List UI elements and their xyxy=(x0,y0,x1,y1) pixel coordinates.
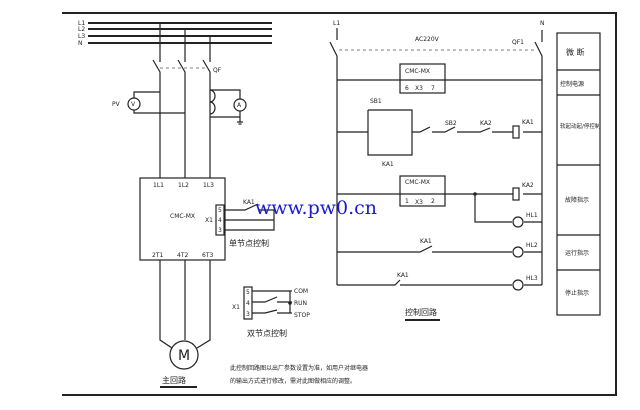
module-model: CMC-MX xyxy=(405,68,430,75)
cmc-module-1 xyxy=(399,63,446,94)
cmc-module-2 xyxy=(399,175,446,207)
legend-item: 运行指示 xyxy=(565,249,589,257)
terminal: 3 xyxy=(246,311,250,318)
double-node-control: X1 5 4 3 COM RUN STOP 双节点控制 xyxy=(232,286,310,338)
bus-label-l2: L2 xyxy=(78,26,85,33)
breaker-label: QF xyxy=(213,67,222,74)
module-pin: X3 xyxy=(415,199,423,206)
control-circuit: L1 N AC220V QF1 CMC-MX 6 X3 7 SB1 SB2 KA… xyxy=(329,20,545,321)
ka1-contact-label: KA1 xyxy=(243,199,255,206)
signal-label: COM xyxy=(294,288,308,295)
voltmeter-symbol: V xyxy=(131,101,136,108)
signal-label: STOP xyxy=(294,312,310,319)
terminal: 5 xyxy=(218,207,222,214)
sb1-label: SB1 xyxy=(370,98,382,105)
note-line: 的输出方式进行修改，需对此图做相应的调整。 xyxy=(230,377,356,385)
lamp-label: HL1 xyxy=(526,212,538,219)
terminal: 4 xyxy=(218,217,222,224)
terminal: 4 xyxy=(246,300,250,307)
lamp-icon xyxy=(512,246,524,258)
ka1-contact-label: KA1 xyxy=(420,238,432,245)
legend-item: 故障指示 xyxy=(565,196,589,204)
qf1-label: QF1 xyxy=(512,39,524,46)
bus-label-l3: L3 xyxy=(78,33,85,40)
ka1-hold-label: KA1 xyxy=(382,161,394,168)
main-breaker: QF xyxy=(152,23,222,178)
output-terminal: 6T3 xyxy=(202,252,213,259)
ka2-coil-label: KA2 xyxy=(522,182,534,189)
terminal-block-label: X1 xyxy=(205,217,213,224)
supply-label: AC220V xyxy=(415,36,440,43)
input-terminal: 1L1 xyxy=(153,182,164,189)
function-legend: 微 断 控制电源 软起动起/停控制 故障指示 运行指示 停止指示 xyxy=(556,32,601,316)
motor-icon xyxy=(169,340,199,370)
terminal: 5 xyxy=(246,289,250,296)
bus-label-n: N xyxy=(78,40,83,47)
lamp-icon xyxy=(512,216,524,228)
output-terminal: 4T2 xyxy=(177,252,188,259)
ammeter-icon xyxy=(233,98,247,112)
legend-item: 微 断 xyxy=(566,47,585,57)
single-node-caption: 单节点控制 xyxy=(229,238,269,248)
main-circuit-caption: 主回路 xyxy=(162,375,186,385)
neutral-label: N xyxy=(540,20,545,27)
note-line: 此控制回路图以出厂参数设置为准，如用户对继电器 xyxy=(230,364,368,372)
module-model: CMC-MX xyxy=(405,179,430,186)
lamp-label: HL2 xyxy=(526,242,538,249)
double-node-caption: 双节点控制 xyxy=(247,328,287,338)
legend-item: 控制电源 xyxy=(560,80,584,88)
lamp-icon xyxy=(512,279,524,291)
terminal-block-label: X1 xyxy=(232,304,240,311)
watermark: www.pw0.cn xyxy=(255,197,377,219)
signal-label: RUN xyxy=(294,300,307,307)
control-circuit-caption: 控制回路 xyxy=(405,307,437,317)
motor-symbol: M xyxy=(178,348,190,364)
phase-label: L1 xyxy=(333,20,340,27)
output-terminal: 2T1 xyxy=(152,252,163,259)
bus-label-l1: L1 xyxy=(78,20,85,27)
lamp-label: HL3 xyxy=(526,275,538,282)
ka1-contact-label: KA1 xyxy=(397,272,409,279)
module-pin: 1 xyxy=(405,198,409,205)
input-terminal: 1L2 xyxy=(178,182,189,189)
ammeter: A xyxy=(209,89,247,125)
module-pin: X3 xyxy=(415,85,423,92)
soft-starter: 1L1 1L2 1L3 CMC-MX X1 5 4 3 2T1 4T2 6T3 … xyxy=(139,177,275,261)
current-transformer-icon xyxy=(209,89,216,115)
ammeter-symbol: A xyxy=(237,102,242,109)
ka1-coil-label: KA1 xyxy=(522,119,534,126)
ground-icon xyxy=(237,121,243,125)
terminal: 3 xyxy=(218,227,222,234)
legend-item: 停止指示 xyxy=(565,289,589,297)
sb2-label: SB2 xyxy=(445,120,457,127)
frame xyxy=(62,12,617,396)
voltmeter: V PV xyxy=(112,91,185,114)
motor: M 主回路 xyxy=(159,260,211,388)
module-pin: 7 xyxy=(431,85,435,92)
voltmeter-label: PV xyxy=(112,101,121,108)
legend-item: 软起动起/停控制 xyxy=(560,122,601,130)
power-buses: L1 L2 L3 N xyxy=(78,20,272,47)
input-terminal: 1L3 xyxy=(203,182,214,189)
starter-model: CMC-MX xyxy=(170,213,195,220)
ka2-contact-label: KA2 xyxy=(480,120,492,127)
voltmeter-icon xyxy=(127,97,141,111)
module-pin: 2 xyxy=(431,198,435,205)
module-pin: 6 xyxy=(405,85,409,92)
